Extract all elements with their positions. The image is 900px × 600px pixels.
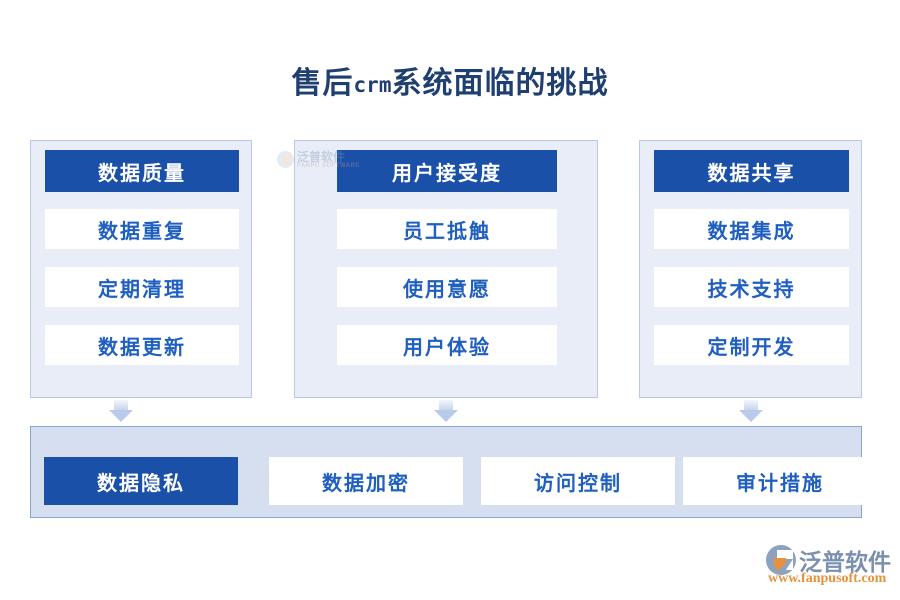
category-column-3: 数据共享 数据集成 技术支持 定制开发 xyxy=(639,140,862,398)
column-3-item-1[interactable]: 数据集成 xyxy=(654,209,849,249)
fanpu-watermark-logo-icon xyxy=(277,151,294,168)
arrow-head xyxy=(739,410,763,422)
fanpu-logo-icon xyxy=(766,545,796,575)
column-2-item-3[interactable]: 用户体验 xyxy=(337,325,557,365)
column-2-item-2[interactable]: 使用意愿 xyxy=(337,267,557,307)
bottom-item-2[interactable]: 访问控制 xyxy=(481,457,675,505)
down-arrow-icon-3 xyxy=(739,400,763,422)
fanpu-brand-name: 泛普软件 xyxy=(799,550,891,575)
category-column-2: 用户接受度 员工抵触 使用意愿 用户体验 xyxy=(294,140,598,398)
bottom-header[interactable]: 数据隐私 xyxy=(44,457,238,505)
column-1-item-3[interactable]: 数据更新 xyxy=(45,325,239,365)
category-column-1: 数据质量 数据重复 定期清理 数据更新 xyxy=(30,140,252,398)
bottom-item-3[interactable]: 审计措施 xyxy=(683,457,877,505)
page-title-mono: crm xyxy=(353,73,392,97)
arrow-head xyxy=(109,410,133,422)
column-1-item-2[interactable]: 定期清理 xyxy=(45,267,239,307)
bottom-item-1[interactable]: 数据加密 xyxy=(269,457,463,505)
fanpu-brand-logo: 泛普软件 www.fanpusoft.com xyxy=(766,543,894,589)
column-2-item-1[interactable]: 员工抵触 xyxy=(337,209,557,249)
fanpu-brand-url: www.fanpusoft.com xyxy=(768,571,887,586)
column-2-header[interactable]: 用户接受度 xyxy=(337,150,557,192)
bottom-band: 数据隐私 数据加密 访问控制 审计措施 xyxy=(30,426,877,518)
page-title-prefix: 售后 xyxy=(291,67,354,100)
column-1-item-1[interactable]: 数据重复 xyxy=(45,209,239,249)
column-3-header[interactable]: 数据共享 xyxy=(654,150,849,192)
down-arrow-icon-1 xyxy=(109,400,133,422)
column-1-header[interactable]: 数据质量 xyxy=(45,150,239,192)
column-3-item-2[interactable]: 技术支持 xyxy=(654,267,849,307)
arrow-stem xyxy=(439,400,453,410)
arrow-stem xyxy=(114,400,128,410)
page-title: 售后crm系统面临的挑战 xyxy=(0,58,900,102)
column-3-item-3[interactable]: 定制开发 xyxy=(654,325,849,365)
down-arrow-icon-2 xyxy=(434,400,458,422)
page-title-suffix: 系统面临的挑战 xyxy=(391,67,609,100)
arrow-head xyxy=(434,410,458,422)
arrow-stem xyxy=(744,400,758,410)
